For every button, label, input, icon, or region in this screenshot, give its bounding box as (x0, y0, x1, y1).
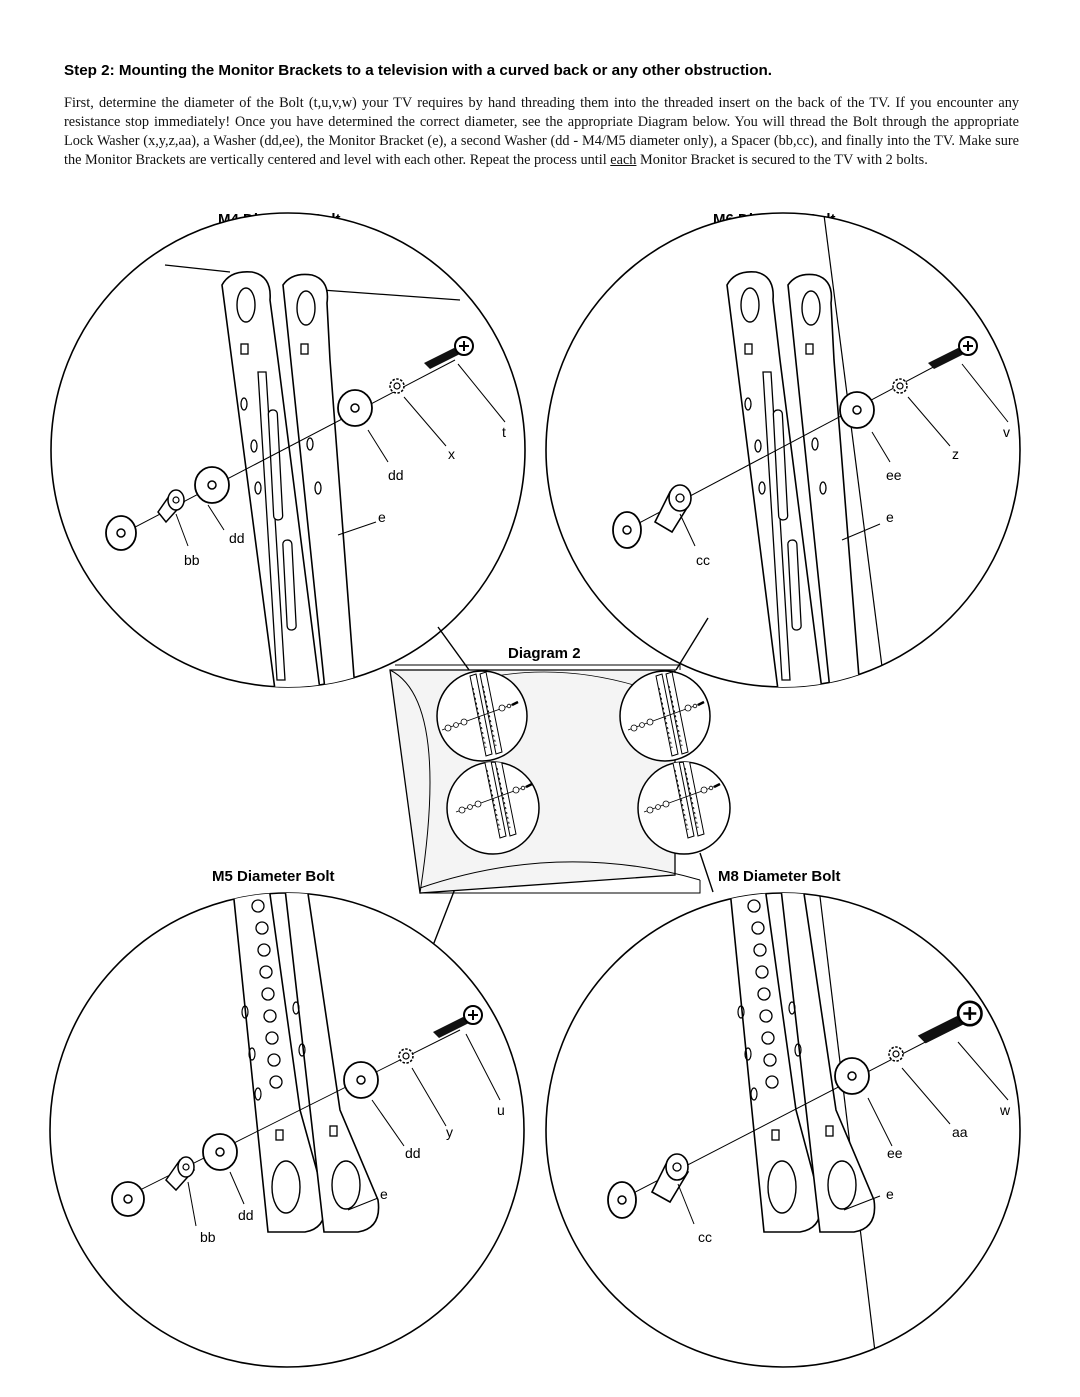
m5-label-washer-2: dd (238, 1207, 254, 1223)
m8-label-washer: ee (887, 1145, 903, 1161)
m5-lock-washer (398, 1048, 414, 1064)
intro-text-start: First, determine the diameter of the Bol… (64, 95, 1019, 168)
m5-label-washer: dd (405, 1145, 421, 1161)
m5-panel-title: M5 Diameter Bolt (212, 868, 335, 885)
step-heading: Step 2: Mounting the Monitor Brackets to… (64, 62, 773, 79)
m5-label-bracket: e (380, 1186, 388, 1202)
m6-lock-washer (892, 378, 908, 394)
m5-bracket (231, 893, 380, 1233)
intro-text-end: Monitor Bracket is secured to the TV wit… (636, 152, 928, 168)
m5-cylinder-spacer (165, 1156, 196, 1192)
m6-bracket (726, 270, 861, 687)
m4-washer-inner (194, 466, 230, 504)
mini-circle-top-right (619, 670, 711, 762)
m5-label-lock-washer: y (446, 1124, 453, 1140)
m4-washer-outer (337, 389, 373, 427)
m4-label-lock-washer: x (448, 446, 455, 462)
m8-bolt-panel: w aa ee e cc (545, 892, 1021, 1368)
diagram-title: Diagram 2 (508, 645, 581, 662)
mini-circle-bottom-right (637, 761, 731, 855)
m4-label-spacer: bb (184, 552, 200, 568)
m4-label-washer: dd (388, 467, 404, 483)
mini-circle-bottom-left (446, 761, 540, 855)
m5-washer-outer (343, 1061, 379, 1099)
m5-label-bolt: u (497, 1102, 505, 1118)
connector-bottom-right (699, 852, 714, 893)
m5-spacer (111, 1181, 145, 1217)
m4-bolt-panel: t x dd e dd bb (50, 212, 526, 688)
m5-label-spacer: bb (200, 1229, 216, 1245)
m4-bracket (221, 270, 356, 687)
m8-spacer-washer (607, 1181, 637, 1219)
m6-label-bracket: e (886, 509, 894, 525)
connector-top-left (437, 626, 473, 675)
m8-label-spacer: cc (698, 1229, 712, 1245)
m8-label-bolt: w (999, 1102, 1011, 1118)
m8-cylinder-spacer (650, 1153, 690, 1204)
m6-washer (839, 391, 875, 429)
intro-paragraph: First, determine the diameter of the Bol… (64, 94, 1019, 170)
m4-spacer (105, 515, 137, 551)
m8-washer (834, 1057, 870, 1095)
m6-cylinder-spacer (653, 484, 692, 534)
m6-label-washer: ee (886, 467, 902, 483)
m6-label-bolt: v (1003, 424, 1010, 440)
m8-label-lock-washer: aa (952, 1124, 968, 1140)
m6-spacer-washer (612, 511, 642, 549)
m6-bolt-panel: v z ee e cc (545, 212, 1021, 688)
m8-label-bracket: e (886, 1186, 894, 1202)
m6-label-lock-washer: z (952, 446, 959, 462)
m4-cylinder-spacer (157, 489, 186, 524)
connector-top-right (675, 617, 709, 671)
m4-label-bracket: e (378, 509, 386, 525)
m4-label-washer-2: dd (229, 530, 245, 546)
m8-lock-washer (888, 1046, 904, 1062)
m8-bracket (728, 893, 876, 1233)
m5-washer-inner (202, 1133, 238, 1171)
m8-panel-title: M8 Diameter Bolt (718, 868, 841, 885)
m4-lock-washer (389, 378, 405, 394)
intro-underlined-word: each (610, 152, 637, 168)
m4-label-bolt: t (502, 424, 506, 440)
m5-bolt-panel: u y dd e dd bb (49, 892, 525, 1368)
m6-label-spacer: cc (696, 552, 710, 568)
mini-circle-top-left (436, 670, 528, 762)
tv-back-overview (389, 664, 731, 894)
